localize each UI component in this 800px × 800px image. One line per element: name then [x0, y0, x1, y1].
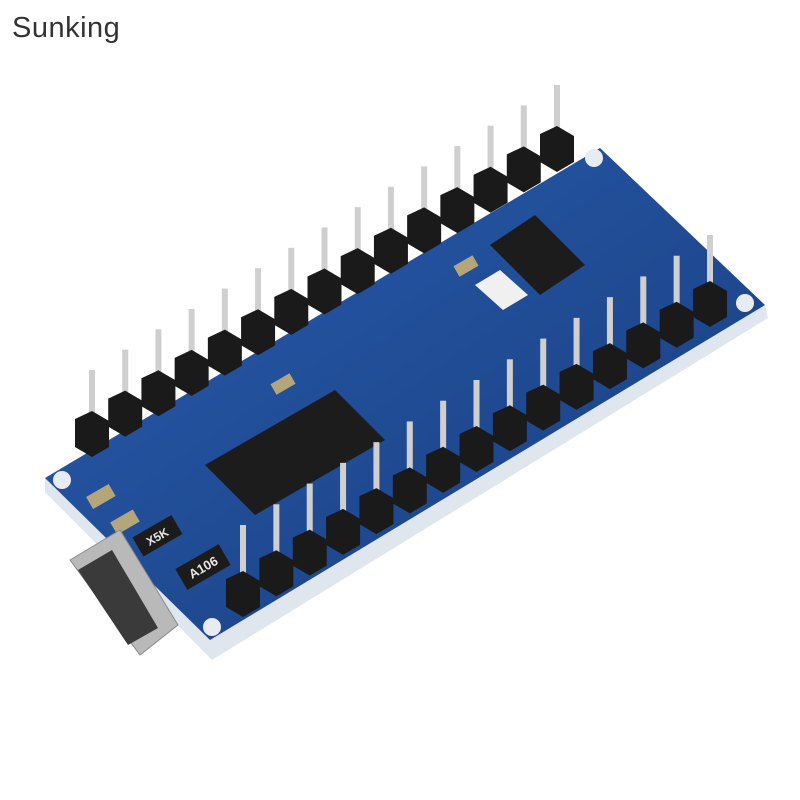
header-pin	[506, 359, 513, 420]
header-block	[526, 384, 561, 431]
header-block	[459, 426, 494, 472]
header-pin	[421, 166, 428, 222]
header-block	[540, 126, 574, 172]
header-block	[626, 322, 661, 369]
mounting-hole	[203, 618, 221, 636]
header-pin	[540, 338, 547, 399]
header-pin	[340, 462, 347, 523]
header-block	[559, 363, 594, 410]
header-block	[340, 248, 375, 295]
header-pin	[221, 288, 228, 344]
main-chip	[205, 390, 385, 515]
transistor	[132, 514, 183, 557]
header-pin	[306, 483, 313, 544]
header-pin	[573, 317, 580, 378]
header-block	[659, 301, 694, 348]
diode	[175, 544, 231, 590]
pcb-board	[45, 148, 765, 640]
back-pin-header	[75, 85, 574, 457]
header-pin	[673, 255, 680, 316]
header-pin	[454, 146, 461, 202]
header-pin	[520, 105, 527, 161]
header-pin	[354, 207, 361, 263]
header-pin	[188, 308, 195, 364]
header-block	[241, 309, 276, 356]
header-block	[259, 550, 294, 597]
header-pin	[240, 525, 246, 585]
header-pin	[373, 442, 380, 503]
usb-port	[78, 550, 158, 645]
mounting-hole	[736, 294, 754, 312]
header-block	[108, 390, 143, 437]
header-block	[592, 343, 627, 390]
mounting-hole	[53, 471, 71, 489]
header-pin	[707, 235, 713, 295]
header-pin	[473, 380, 480, 440]
component	[270, 373, 296, 395]
header-block	[506, 146, 541, 193]
header-block	[373, 227, 408, 274]
header-pin	[640, 276, 647, 337]
header-block	[693, 281, 727, 327]
header-block	[473, 166, 508, 213]
header-block	[141, 370, 176, 417]
header-pin	[255, 268, 262, 324]
regulator-chip	[490, 215, 585, 295]
header-pin	[606, 297, 613, 358]
component	[110, 509, 140, 535]
header-block	[359, 488, 394, 535]
header-pin	[321, 227, 328, 283]
header-pin	[288, 247, 295, 303]
header-block	[426, 446, 461, 493]
component	[86, 483, 116, 510]
header-block	[207, 329, 242, 376]
header-pin	[487, 125, 494, 181]
component	[453, 255, 479, 277]
header-block	[274, 288, 309, 335]
component	[475, 270, 528, 310]
header-pin	[273, 504, 280, 565]
watermark: Sunking	[12, 12, 121, 44]
header-pin	[406, 421, 413, 482]
header-pin	[387, 186, 394, 242]
header-block	[392, 467, 427, 514]
front-pin-header	[226, 235, 727, 617]
header-block	[226, 571, 260, 617]
header-pin	[89, 370, 95, 425]
header-block	[326, 508, 361, 555]
header-pin	[155, 329, 162, 385]
header-pin	[554, 85, 560, 140]
header-block	[407, 207, 442, 254]
mounting-hole	[585, 149, 603, 167]
header-block	[174, 349, 209, 396]
header-block	[440, 187, 475, 234]
header-pin	[440, 400, 447, 461]
header-block	[307, 268, 342, 315]
header-block	[75, 411, 109, 457]
header-block	[292, 529, 327, 576]
header-block	[492, 405, 527, 452]
header-pin	[122, 349, 129, 405]
